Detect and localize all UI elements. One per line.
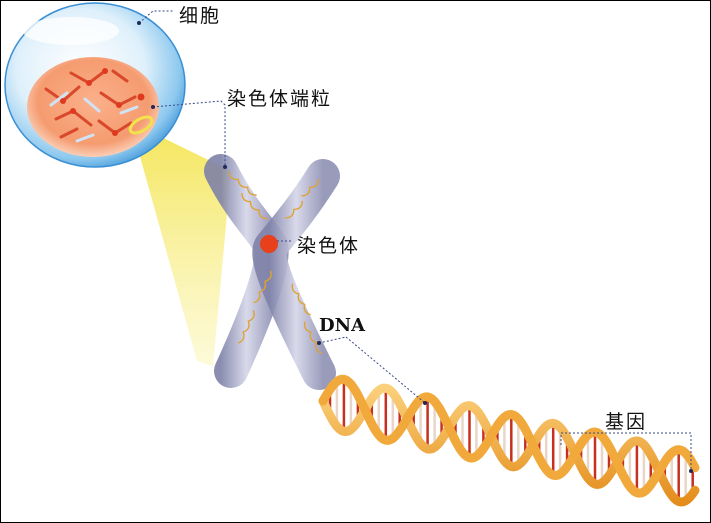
magnification-beam xyxy=(129,117,231,366)
dna-strand-a xyxy=(318,383,700,507)
dna-strand-b xyxy=(318,374,700,498)
cell-highlight xyxy=(23,17,119,45)
chromatin-nodes xyxy=(60,68,145,136)
gene-bracket xyxy=(560,432,692,471)
centromere xyxy=(260,235,278,253)
cell xyxy=(4,2,186,168)
label-telomere: 染色体端粒 xyxy=(227,88,333,110)
telomere-leader xyxy=(152,100,226,167)
leader-lines xyxy=(138,10,692,471)
chromosome xyxy=(204,154,340,390)
label-dna: DNA xyxy=(319,315,366,336)
leader-dots xyxy=(137,21,693,473)
dna-leader-1 xyxy=(318,336,347,344)
dna-helix xyxy=(318,374,700,507)
chromatin-light xyxy=(49,91,139,143)
highlighted-chromosome xyxy=(128,115,154,135)
chromosome-dna-coil xyxy=(228,171,323,354)
label-cell: 细胞 xyxy=(179,5,222,27)
chromatid-right xyxy=(252,159,340,390)
dna-leader-2 xyxy=(345,336,426,404)
label-gene: 基因 xyxy=(605,411,648,433)
label-chromosome: 染色体 xyxy=(297,235,361,257)
